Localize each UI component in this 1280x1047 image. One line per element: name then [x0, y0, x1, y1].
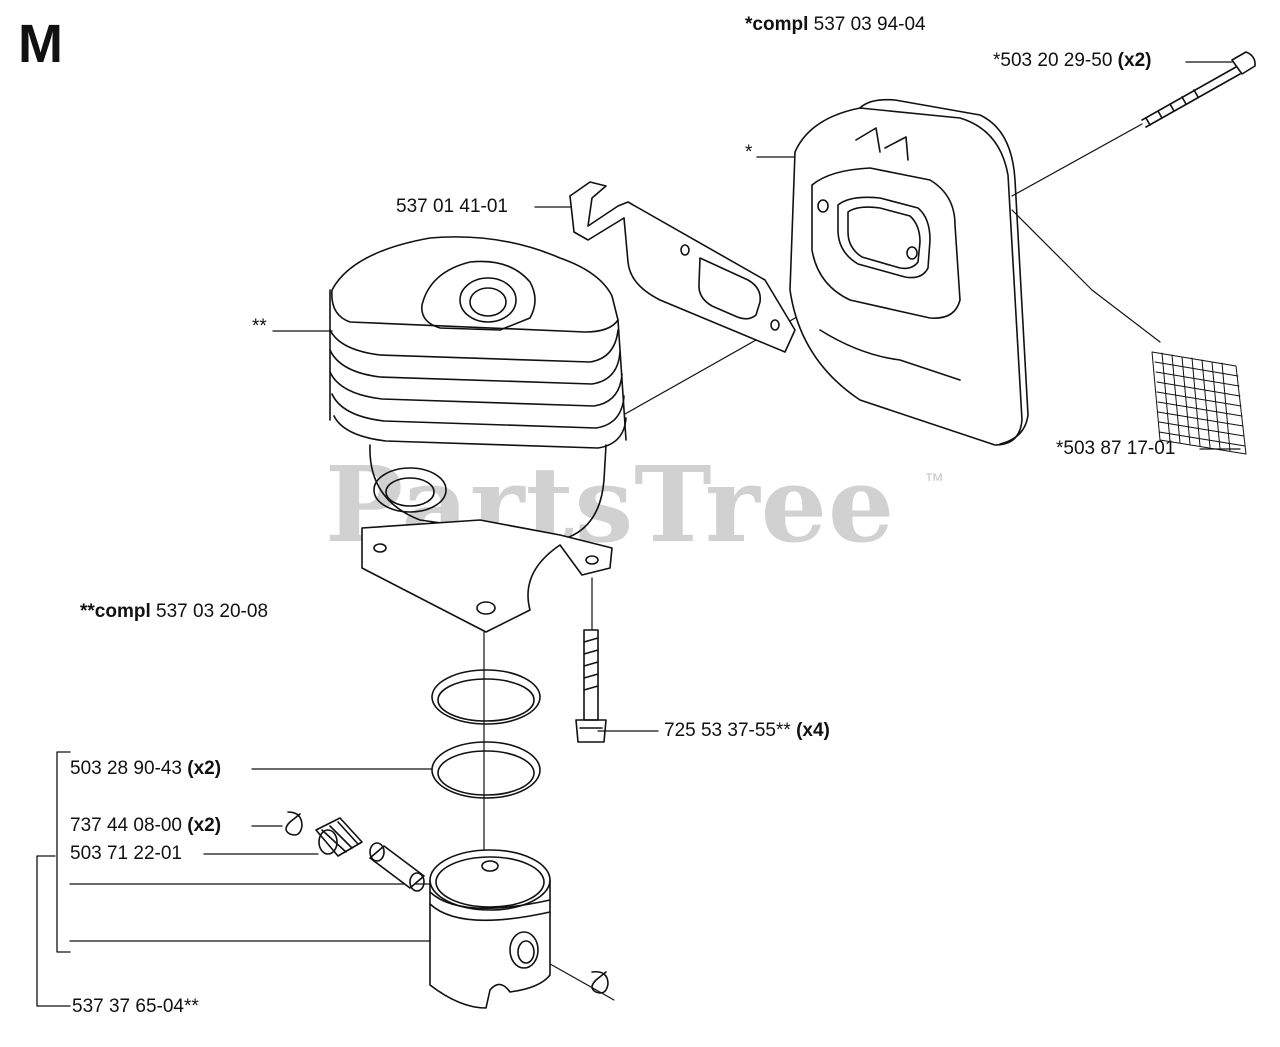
leader-lines — [36, 61, 1241, 1007]
gasket-number: 537 01 41-01 — [396, 196, 508, 217]
cylinder-compl-prefix: **compl — [80, 601, 151, 622]
muffler-marker: * — [745, 142, 753, 163]
circlip-number: 737 44 08-00 — [70, 815, 182, 836]
circlip-label: 737 44 08-00 (x2) — [70, 815, 221, 837]
cylinder-screw-number: 725 53 37-55** — [664, 720, 791, 741]
muffler-compl-number: 537 03 94-04 — [813, 14, 926, 35]
circlip-quantity: (x2) — [187, 815, 222, 836]
needle-bearing-drawing — [315, 817, 363, 857]
cylinder-compl-label: **compl 537 03 20-08 — [80, 601, 268, 623]
section-letter: M — [18, 14, 63, 74]
piston-rings-drawing — [431, 669, 541, 799]
piston-pin-drawing — [369, 842, 425, 892]
cylinder-marker: ** — [252, 316, 267, 337]
trademark-symbol: ™ — [924, 470, 944, 492]
cylinder-drawing — [329, 236, 627, 633]
needle-bearing-number: 503 71 22-01 — [70, 843, 182, 864]
muffler-compl-label: *compl 537 03 94-04 — [745, 14, 926, 36]
muffler-bolt-quantity: (x2) — [1117, 50, 1152, 71]
cylinder-screw-drawing — [575, 629, 607, 743]
piston-ring-label: 503 28 90-43 (x2) — [70, 758, 221, 780]
cylinder-compl-number: 537 03 20-08 — [156, 601, 269, 622]
spark-screen-number: *503 87 17-01 — [1056, 438, 1176, 459]
gasket-drawing — [569, 181, 796, 353]
cylinder-screw-label: 725 53 37-55** (x4) — [664, 720, 830, 742]
cylinder-screw-quantity: (x4) — [796, 720, 830, 741]
muffler-compl-prefix: *compl — [745, 14, 809, 35]
piston-drawing — [429, 849, 551, 1009]
spark-screen-drawing — [1151, 351, 1247, 455]
piston-ring-quantity: (x2) — [187, 758, 222, 779]
piston-assembly-number: 537 37 65-04** — [72, 996, 199, 1017]
muffler-bolt-label: *503 20 29-50 (x2) — [993, 50, 1151, 72]
muffler-bolt-number: *503 20 29-50 — [993, 50, 1113, 71]
muffler-drawing — [789, 98, 1029, 446]
piston-ring-number: 503 28 90-43 — [70, 758, 182, 779]
